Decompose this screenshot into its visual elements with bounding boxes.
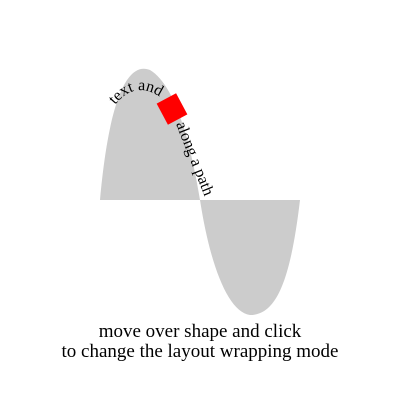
inline-red-box (156, 93, 188, 125)
caption-line-1: move over shape and click (98, 321, 302, 342)
sine-wave-shape[interactable] (100, 68, 300, 315)
instruction-caption: move over shape and click to change the … (0, 322, 400, 362)
caption-line-2: to change the layout wrapping mode (61, 341, 339, 362)
